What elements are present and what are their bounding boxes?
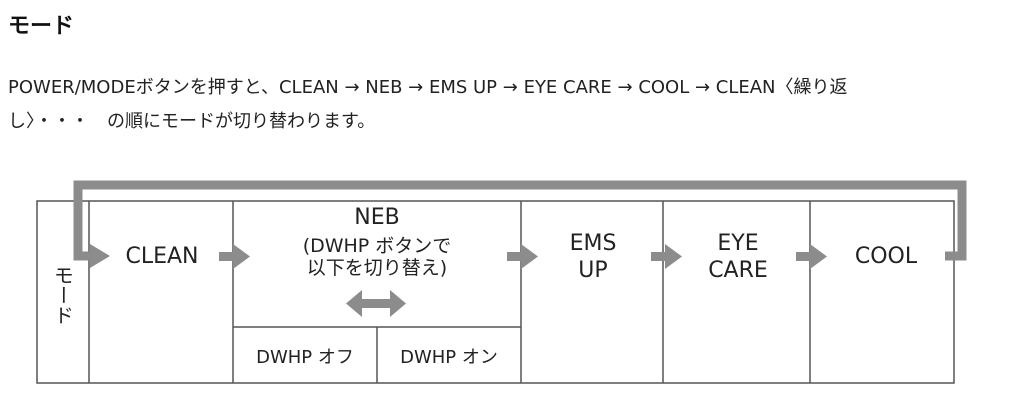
mode-neb-title: NEB: [354, 204, 400, 230]
return-loop-arrow: [73, 180, 967, 261]
arrow-eyecare-to-cool: [796, 244, 827, 269]
table-outline: [36, 200, 955, 384]
mode-clean: CLEAN: [125, 243, 199, 269]
mode-ems-up: EMS UP: [569, 231, 617, 283]
description-line-2: し〉・・・ の順にモードが切り替わります。: [8, 111, 376, 132]
arrow-clean-to-neb: [219, 244, 250, 269]
mode-eye-care: EYE CARE: [708, 231, 768, 283]
mode-neb-subtitle: (DWHP ボタンで 以下を切り替え): [302, 235, 452, 279]
section-heading: モード: [8, 14, 75, 39]
arrow-ems-to-eyecare: [651, 244, 682, 269]
description-line-1: POWER/MODEボタンを押すと、CLEAN → NEB → EMS UP →…: [8, 77, 848, 98]
forward-arrows: [219, 244, 827, 269]
double-arrow-icon: [346, 290, 406, 317]
option-dwhp-off: DWHP オフ: [256, 346, 354, 368]
mode-cool: COOL: [854, 243, 918, 269]
mode-description: POWER/MODEボタンを押すと、CLEAN → NEB → EMS UP →…: [8, 71, 1018, 139]
option-dwhp-on: DWHP オン: [400, 346, 498, 368]
arrow-neb-to-ems: [507, 244, 538, 269]
mode-table-grid: [36, 200, 955, 384]
arrow-head-into-clean: [90, 244, 110, 268]
row-label-mode: モード: [50, 265, 75, 325]
